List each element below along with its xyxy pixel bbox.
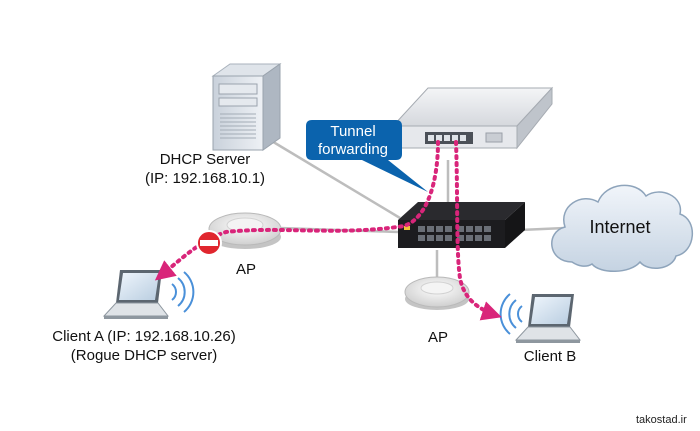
dhcp-server-label: DHCP Server (IP: 192.168.10.1) xyxy=(125,150,285,188)
link-server-switch xyxy=(269,138,401,220)
dhcp-server-ip: (IP: 192.168.10.1) xyxy=(144,170,266,187)
controller-appliance-icon xyxy=(391,86,554,150)
callout-line1: Tunnel xyxy=(330,123,376,140)
watermark: takostad.ir xyxy=(636,414,687,426)
server-icon xyxy=(211,63,282,151)
ap-left-label: AP xyxy=(235,261,256,278)
client-a-ip: Client A (IP: 192.168.10.26) xyxy=(52,328,236,345)
access-point-icon xyxy=(404,276,470,310)
tunnel-path-client-b xyxy=(454,140,502,321)
link-switch-internet xyxy=(519,226,566,232)
client-b-label: Client B xyxy=(523,348,577,365)
no-entry-icon xyxy=(196,230,222,256)
wifi-signal-icon xyxy=(171,271,195,313)
client-a-label: Client A (IP: 192.168.10.26) (Rogue DHCP… xyxy=(20,327,268,365)
client-a-note: (Rogue DHCP server) xyxy=(70,347,218,364)
cloud-icon xyxy=(551,184,694,272)
dhcp-server-name: DHCP Server xyxy=(159,151,251,168)
callout-label: Tunnel forwarding xyxy=(307,123,399,159)
switch-icon xyxy=(398,202,525,248)
wifi-signal-icon xyxy=(499,293,523,335)
tunnel-paths xyxy=(154,140,502,321)
laptop-icon xyxy=(514,294,582,343)
internet-label: Internet xyxy=(589,217,651,237)
callout-line2: forwarding xyxy=(317,141,389,158)
tunnel-path-client-a xyxy=(154,140,440,281)
tunnel-callout xyxy=(306,120,428,192)
ap-bottom-label: AP xyxy=(427,329,448,346)
laptop-icon xyxy=(102,270,170,319)
